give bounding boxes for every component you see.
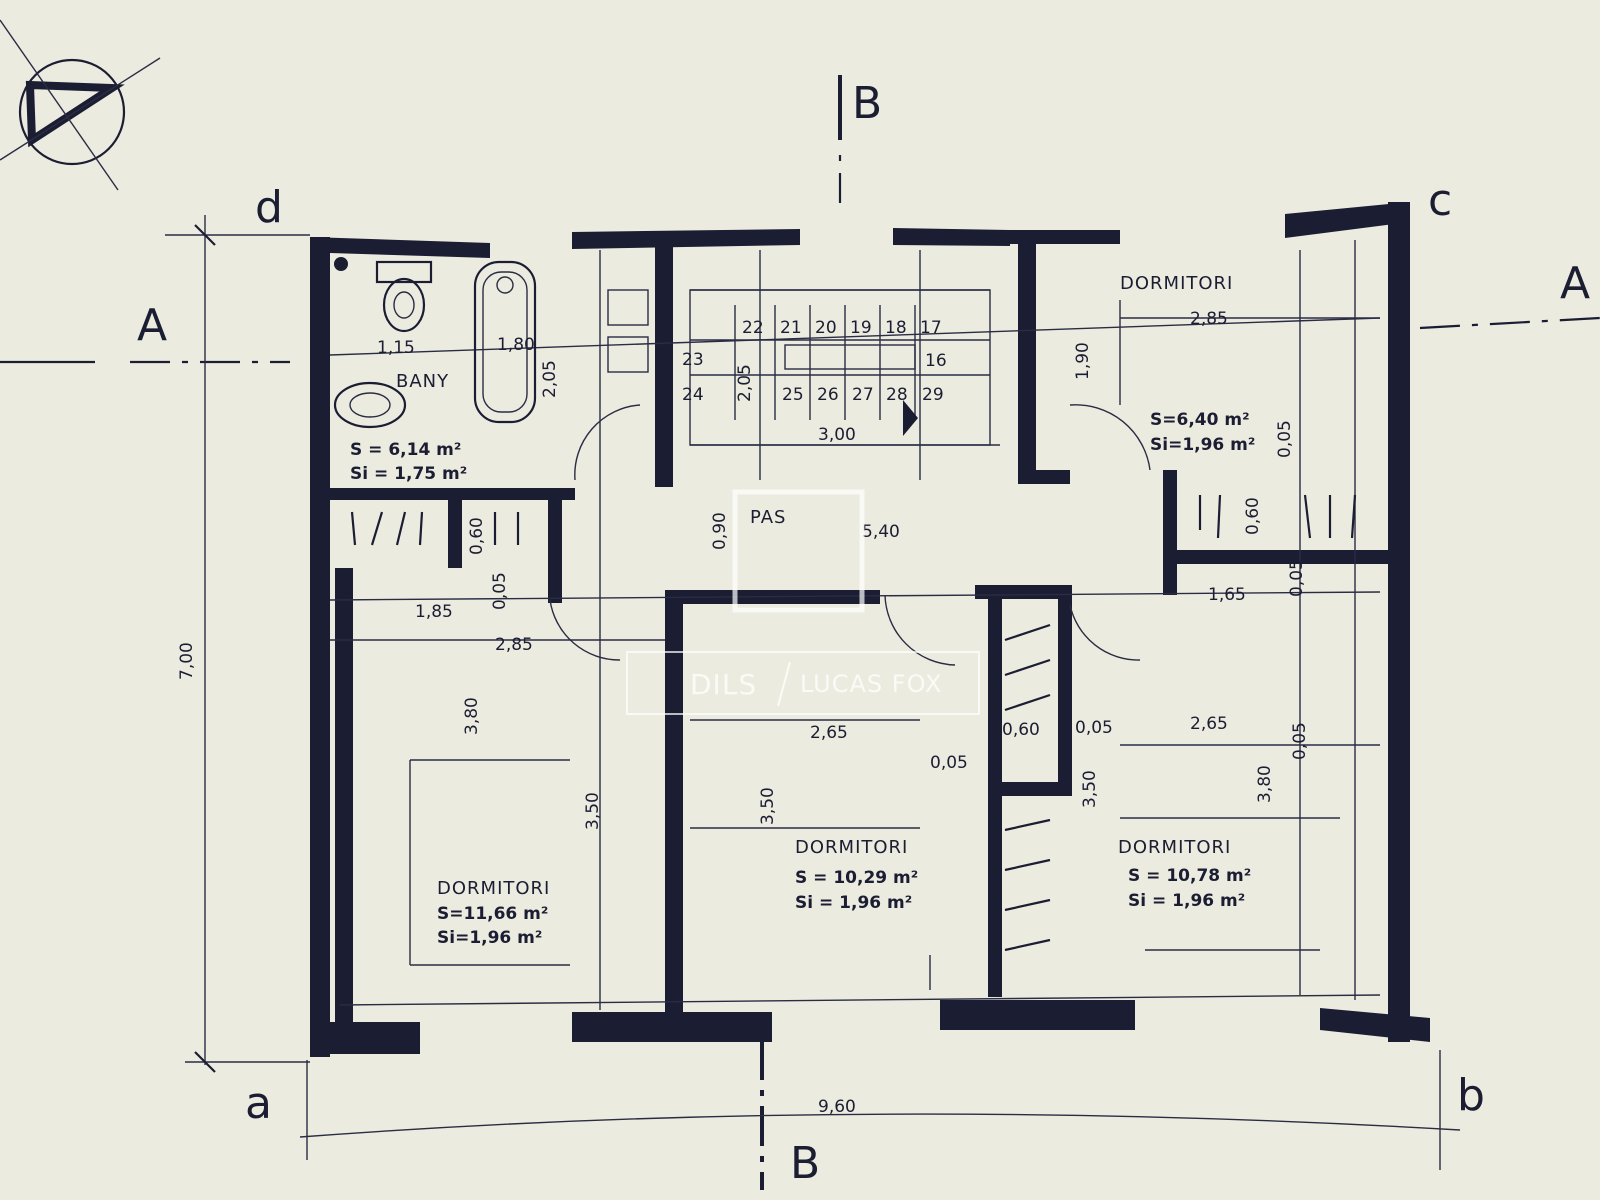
dorm-se-depth-2: 3,50 (1080, 770, 1100, 808)
step-25: 25 (782, 385, 804, 405)
dorm-se-useful-area: Si = 1,96 m² (1128, 891, 1245, 911)
corner-label-a: a (245, 1078, 272, 1129)
bathroom-fixtures (333, 257, 649, 429)
dorm-w-area: S=11,66 m² (437, 904, 548, 924)
north-arrow-icon (0, 19, 161, 191)
corner-label-d: d (255, 182, 283, 233)
section-label-b-top: B (852, 78, 882, 129)
dorm-mid-useful-area: Si = 1,96 m² (795, 893, 912, 913)
dorm-w-useful-area: Si=1,96 m² (437, 928, 542, 948)
dorm-ne-width: 2,85 (1190, 309, 1228, 329)
step-21: 21 (780, 318, 802, 338)
step-20: 20 (815, 318, 837, 338)
dorm-ne-name: DORMITORI (1120, 273, 1233, 294)
bany-name: BANY (396, 371, 449, 392)
dorm-w-dim-2: 2,85 (495, 635, 533, 655)
step-17: 17 (920, 318, 942, 338)
dorm-se-depth: 3,80 (1255, 765, 1275, 803)
dorm-w-dim-4: 3,50 (583, 792, 603, 830)
dorm-w-dim-1: 1,85 (415, 602, 453, 622)
pas-name: PAS (750, 507, 786, 528)
section-label-b-bottom: B (790, 1138, 820, 1189)
dorm-se-width: 2,65 (1190, 714, 1228, 734)
staircase (689, 289, 991, 446)
overall-width-label: 9,60 (818, 1097, 856, 1117)
step-29: 29 (922, 385, 944, 405)
dorm-se-name: DORMITORI (1118, 837, 1231, 858)
dorm-ne-depth: 1,90 (1073, 342, 1093, 380)
dorm-mid-area: S = 10,29 m² (795, 868, 918, 888)
door-swings (549, 404, 1151, 666)
dorm-mid-name: DORMITORI (795, 837, 908, 858)
watermark-logo: DILS LUCAS FOX (626, 489, 980, 715)
dorm-se-dim-2: 0,05 (1290, 722, 1310, 760)
step-28: 28 (886, 385, 908, 405)
bany-area: S = 6,14 m² (350, 440, 461, 460)
step-27: 27 (852, 385, 874, 405)
overall-depth-label: 7,00 (177, 642, 197, 680)
step-19: 19 (850, 318, 872, 338)
closet-dim-1: 0,60 (1002, 720, 1040, 740)
dorm-w-dim-5: 0,60 (467, 517, 487, 555)
dorm-mid-depth: 3,50 (758, 787, 778, 825)
step-22: 22 (742, 318, 764, 338)
dorm-w-dim-3: 3,80 (462, 697, 482, 735)
pas-width: 5,40 (862, 522, 900, 542)
step-18: 18 (885, 318, 907, 338)
overall-dimension-lines (165, 215, 1461, 1170)
dorm-ne-dim-3: 0,05 (1287, 559, 1307, 597)
watermark-dils: DILS (690, 668, 757, 701)
dorm-se-dim-1: 1,65 (1208, 585, 1246, 605)
stair-width: 2,05 (735, 364, 755, 402)
dorm-mid-width: 2,65 (810, 723, 848, 743)
section-label-a-left: A (137, 300, 167, 351)
section-label-a-right: A (1560, 258, 1590, 309)
stair-length: 3,00 (818, 425, 856, 445)
bany-dim-3: 2,05 (540, 360, 560, 398)
corner-label-b: b (1457, 1070, 1485, 1121)
closet-dim-2: 0,05 (1075, 718, 1113, 738)
bany-dim-2: 1,80 (497, 335, 535, 355)
bany-dim-1: 1,15 (377, 338, 415, 358)
dorm-w-name: DORMITORI (437, 878, 550, 899)
dorm-w-dim-6: 0,05 (490, 572, 510, 610)
dorm-ne-useful-area: Si=1,96 m² (1150, 435, 1255, 455)
dorm-mid-dim-1: 0,05 (930, 753, 968, 773)
watermark-lucasfox: LUCAS FOX (800, 670, 942, 698)
step-26: 26 (817, 385, 839, 405)
dorm-ne-area: S=6,40 m² (1150, 410, 1250, 430)
dorm-ne-dim-1: 0,05 (1275, 420, 1295, 458)
bany-useful-area: Si = 1,75 m² (350, 464, 467, 484)
step-24: 24 (682, 385, 704, 405)
dorm-se-area: S = 10,78 m² (1128, 866, 1251, 886)
walls (310, 202, 1430, 1057)
pas-depth: 0,90 (710, 512, 730, 550)
corner-label-c: c (1428, 175, 1452, 226)
step-16: 16 (925, 351, 947, 371)
step-23: 23 (682, 350, 704, 370)
dorm-ne-dim-2: 0,60 (1243, 497, 1263, 535)
wardrobe-hatching (350, 494, 1357, 952)
